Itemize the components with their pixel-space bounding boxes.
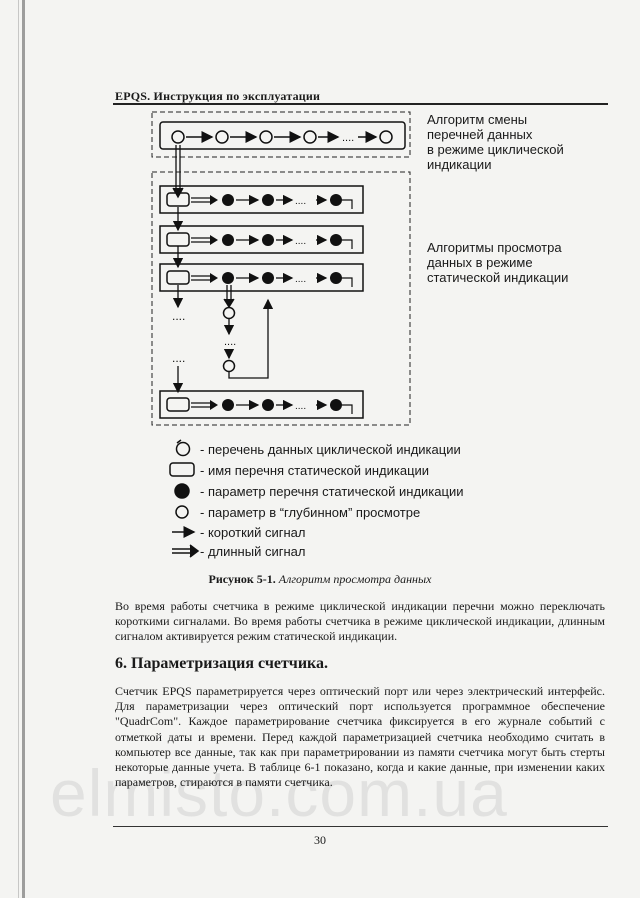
scan-edge-line [18,0,19,898]
static-param-dot [222,399,234,411]
figure-caption-text: Алгоритм просмотра данных [278,572,432,586]
scan-edge-shadow [22,0,25,898]
static-row-ellipsis: .... [295,401,306,412]
static-list-name-icon [169,462,195,477]
deep-view-chain [222,285,274,379]
static-list-name-box [166,270,190,285]
figure-caption-label: Рисунок 5-1. [208,572,276,586]
cyclic-group-dashed-box [151,111,411,158]
deep-chain-dots: .... [224,336,236,348]
note-cyclic-line-2: перечней данных [427,127,533,142]
static-param-dot [262,272,274,284]
static-param-dot [330,194,342,206]
filled-circle-icon [174,483,190,499]
static-row-frame [159,390,364,419]
note-static-line-2: данных в режиме [427,255,533,270]
legend-static-name: - имя перечня статической индикации [200,463,430,478]
legend-cyclic-list: - перечень данных циклической индикации [200,442,461,457]
note-static-line-3: статической индикации [427,270,569,285]
static-row-frame [159,263,364,292]
page-number: 30 [314,833,326,847]
paragraph-parametrization: Счетчик EPQS параметрируется через оптич… [115,684,605,790]
static-param-dot [222,234,234,246]
note-cyclic-line-3: в режиме циклической [427,142,564,157]
legend-long-signal: - длинный сигнал [200,544,306,559]
static-row-ellipsis: .... [295,196,306,207]
static-rows: ................ [159,185,364,419]
note-cyclic-line-1: Алгоритм смены [427,112,528,127]
legend-icons [169,439,200,558]
cycle-list-icon [175,441,191,457]
hollow-circle-icon [175,505,189,519]
section-title: 6. Параметризация счетчика. [115,655,329,672]
figure-caption: Рисунок 5-1. Алгоритм просмотра данных [0,572,640,587]
legend-short-signal: - короткий сигнал [200,525,306,540]
static-list-name-box [166,192,190,207]
left-chain-dots: .... [172,309,185,323]
legend-static-param: - параметр перечня статической индикации [200,484,464,499]
legend-deep-param: - параметр в “глубинном” просмотре [200,505,421,520]
static-param-dot [262,234,274,246]
static-list-name-box [166,397,190,412]
note-static-line-1: Алгоритмы просмотра [427,240,562,255]
static-param-dot [222,194,234,206]
static-row-frame [159,225,364,254]
page-header-title: EPQS. Инструкция по эксплуатации [115,89,321,103]
cycle-to-static-double-line [172,145,184,199]
note-static-algorithm: Алгоритмы просмотра данных в режиме стат… [427,240,568,285]
left-chain-dots-2: .... [172,351,185,365]
cyclic-ellipsis: .... [342,132,354,144]
static-param-dot [330,234,342,246]
static-row-ellipsis: .... [295,236,306,247]
cycle-list-icon-arrow [176,439,182,444]
footer-rule [113,826,608,827]
algorithm-diagram: .... ................ .... .... .... [151,111,411,426]
static-row-ellipsis: .... [295,274,306,285]
double-arrow-icon [172,544,200,558]
watermark: elmisto.com.ua [50,756,508,830]
static-row-frame [159,185,364,214]
static-list-name-box [166,232,190,247]
static-group-dashed-box [151,171,411,426]
static-param-dot [262,194,274,206]
static-param-dot [262,399,274,411]
static-param-dot [330,272,342,284]
static-param-dot [330,399,342,411]
note-cyclic-line-4: индикации [427,157,492,172]
header-rule [113,103,608,105]
note-cyclic-algorithm: Алгоритм смены перечней данных в режиме … [427,112,564,172]
static-param-dot [222,272,234,284]
paragraph-cyclic-mode: Во время работы счетчика в режиме циклич… [115,599,605,644]
cyclic-row [159,121,406,150]
